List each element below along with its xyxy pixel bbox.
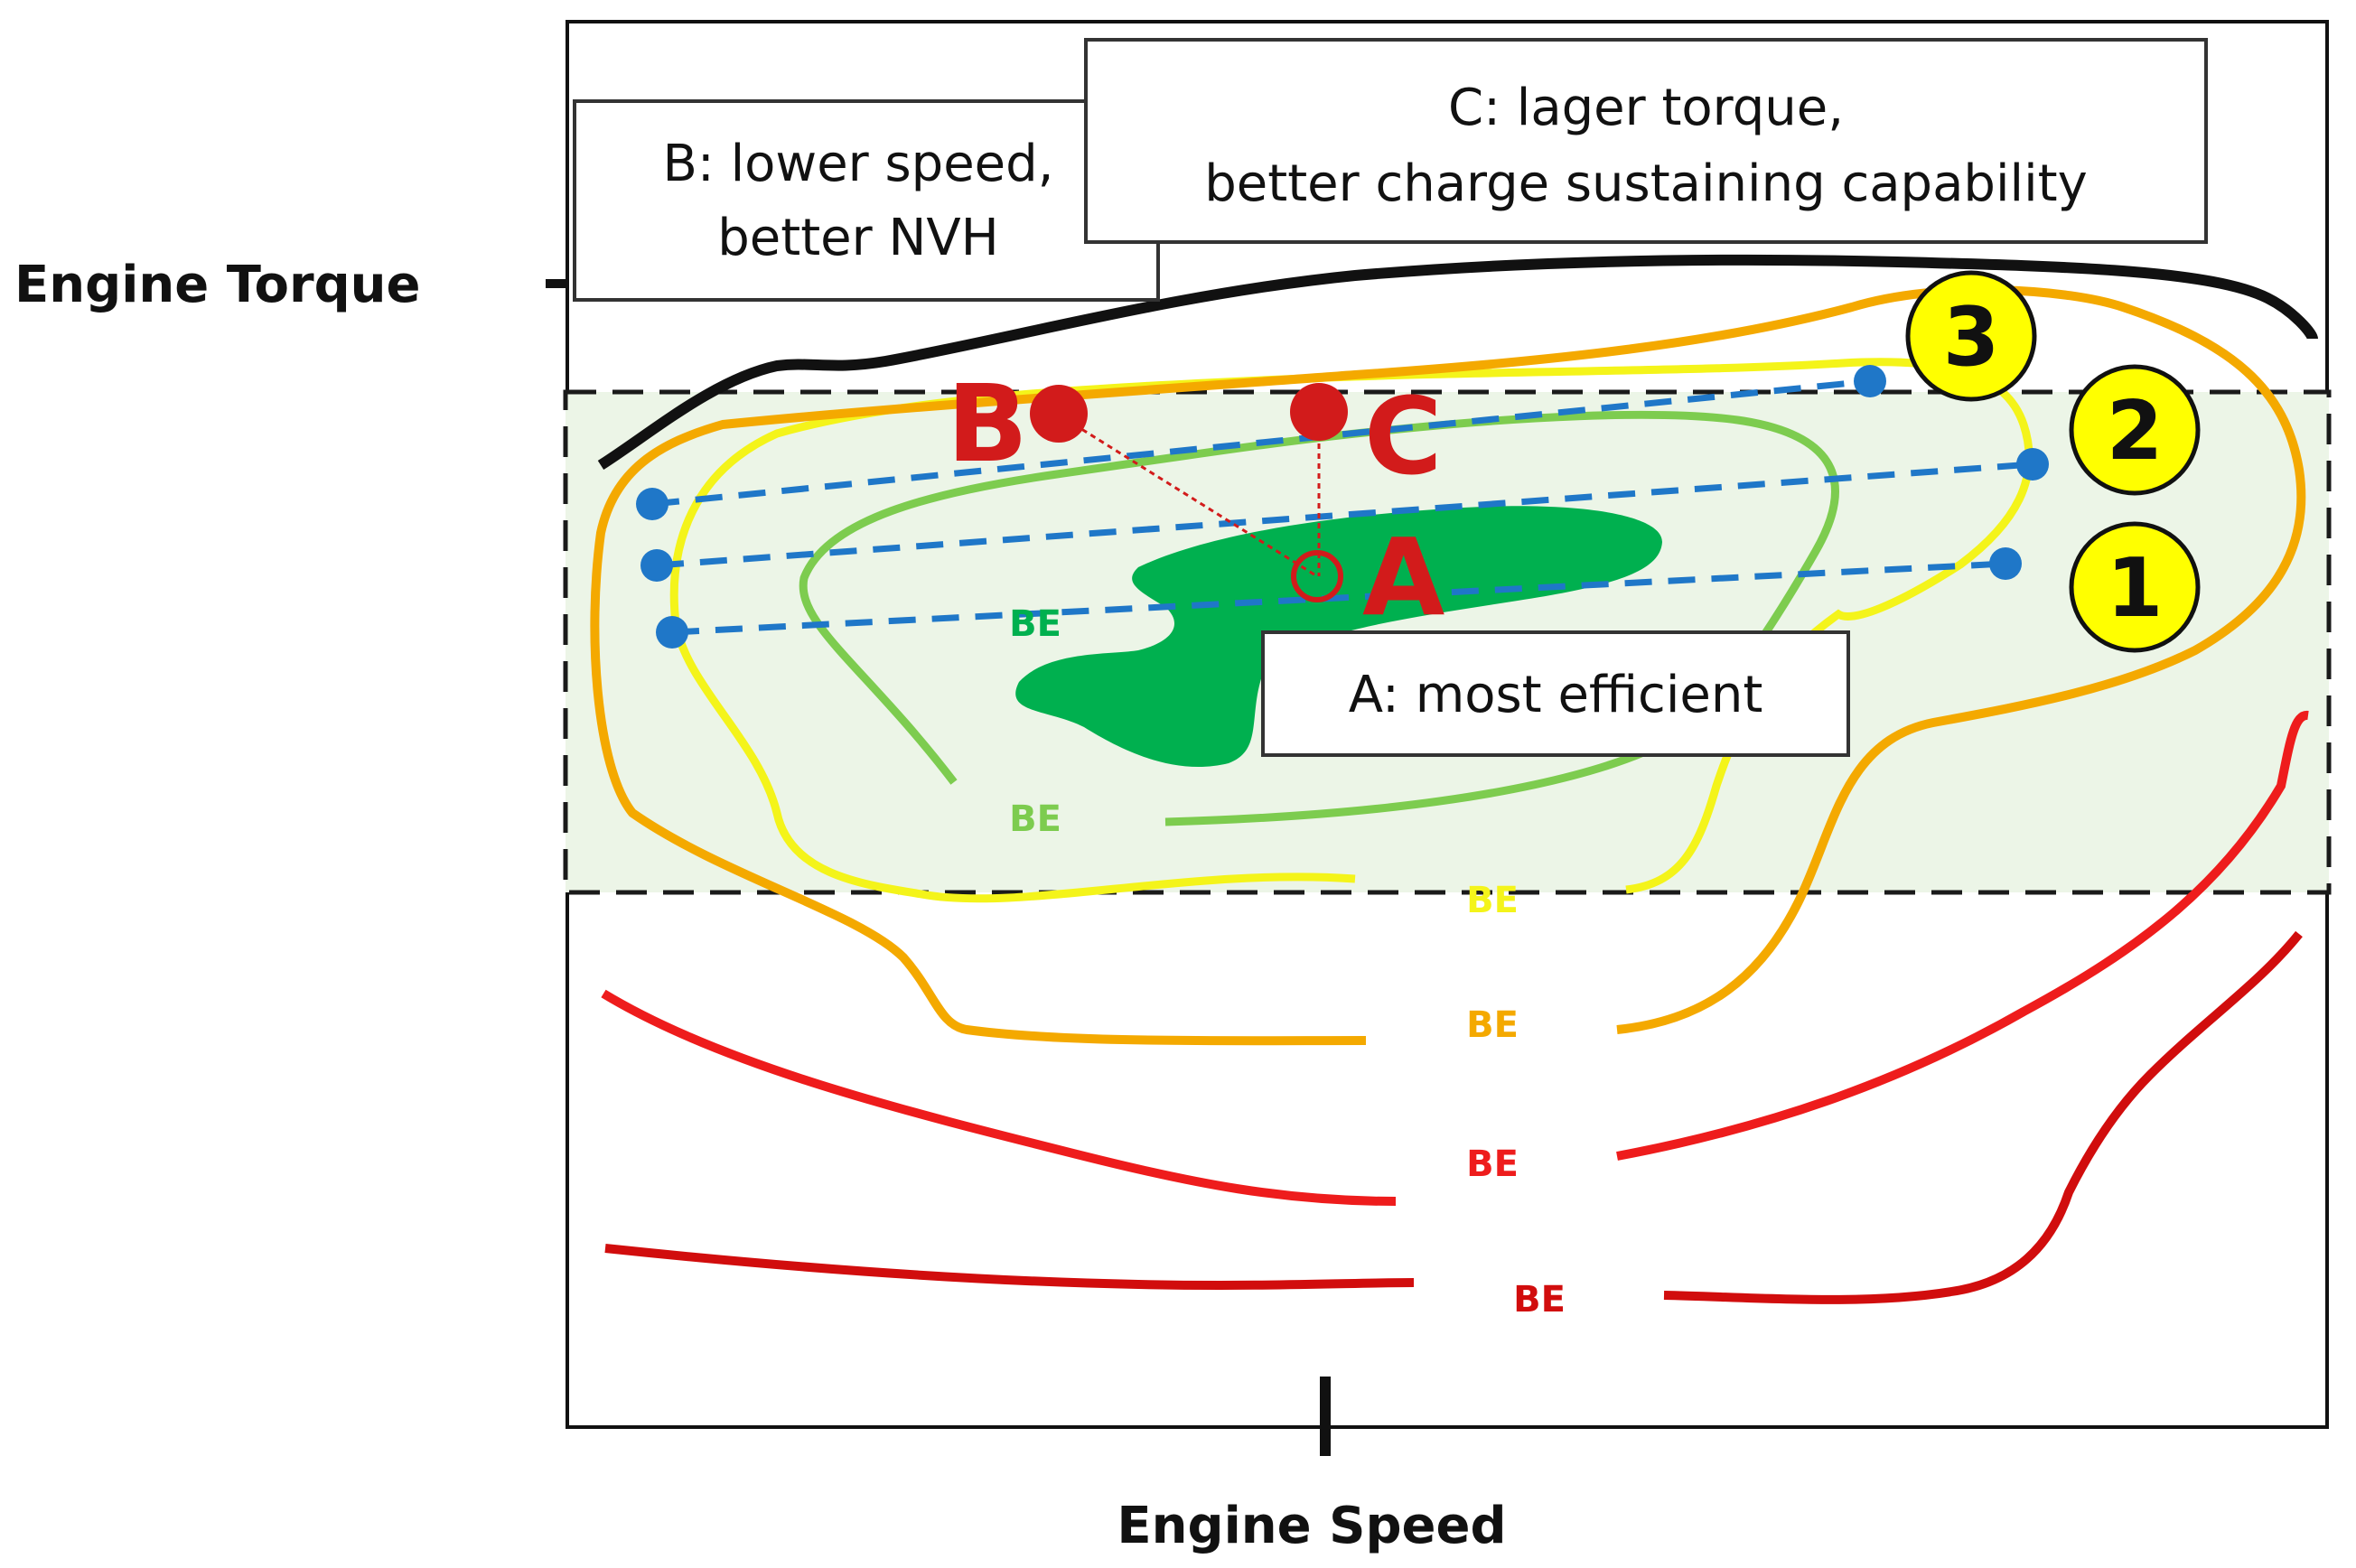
operating-lines	[636, 365, 2049, 649]
badge-1: 1	[2069, 521, 2201, 653]
y-axis-label: Engine Torque	[14, 256, 421, 314]
badge-3-circle	[1905, 270, 2037, 402]
be-label-dark-red: BE	[1513, 1279, 1566, 1321]
line-1-end-dot	[1989, 547, 2022, 580]
point-b-label: B	[947, 361, 1028, 486]
line-2-end-dot	[2016, 448, 2049, 481]
contour-red-right	[1616, 711, 2309, 1161]
annotation-c: C: lager torque, better charge sustainin…	[1084, 38, 2208, 244]
x-axis-label: Engine Speed	[1117, 1497, 1506, 1555]
annotation-b: B: lower speed, better NVH	[573, 99, 1160, 302]
badge-3-text: 3	[1943, 290, 2000, 385]
line-3-end-dot	[1854, 365, 1886, 397]
annotation-b-line2: better NVH	[717, 209, 999, 267]
point-b-marker	[1030, 385, 1088, 443]
badge-1-circle	[2069, 521, 2201, 653]
point-a-marker	[1291, 550, 1343, 602]
sweet-spot-region	[1015, 506, 1662, 768]
operating-line-2	[656, 461, 2033, 569]
connector-a-b	[1056, 412, 1318, 578]
badge-2: 2	[2069, 364, 2201, 496]
be-label-green-dark: BE	[1009, 603, 1061, 645]
badge-2-text: 2	[2107, 384, 2164, 479]
annotation-c-line2: better charge sustaining capability	[1204, 154, 2087, 213]
line-2-start-dot	[640, 549, 673, 582]
annotation-b-line1: B: lower speed,	[663, 135, 1054, 193]
be-label-yellow: BE	[1466, 880, 1519, 921]
point-c-label: C	[1364, 374, 1443, 499]
badge-1-text: 1	[2107, 541, 2164, 636]
point-a-label: A	[1362, 515, 1444, 639]
annotation-b-box	[573, 99, 1160, 302]
line-1-start-dot	[656, 616, 688, 649]
point-c-marker	[1290, 383, 1348, 441]
annotation-c-box	[1084, 38, 2208, 244]
be-label-light-green: BE	[1009, 798, 1061, 840]
badge-2-circle	[2069, 364, 2201, 496]
annotation-c-line1: C: lager torque,	[1448, 79, 1844, 137]
annotation-a: A: most efficient	[1261, 630, 1850, 757]
annotation-a-box	[1261, 630, 1850, 757]
line-3-start-dot	[636, 488, 668, 520]
contour-dark-red-right	[1663, 930, 2303, 1304]
operating-line-1	[671, 560, 2006, 636]
annotation-a-text: A: most efficient	[1349, 666, 1763, 724]
be-label-orange: BE	[1466, 1004, 1519, 1046]
contour-red-left	[601, 989, 1397, 1206]
badge-3: 3	[1905, 270, 2037, 402]
max-torque-curve	[597, 254, 2318, 471]
operating-line-3	[651, 378, 1871, 508]
contour-orange	[590, 285, 2306, 1046]
contour-dark-red-left	[604, 1244, 1415, 1290]
be-label-red: BE	[1466, 1143, 1519, 1185]
